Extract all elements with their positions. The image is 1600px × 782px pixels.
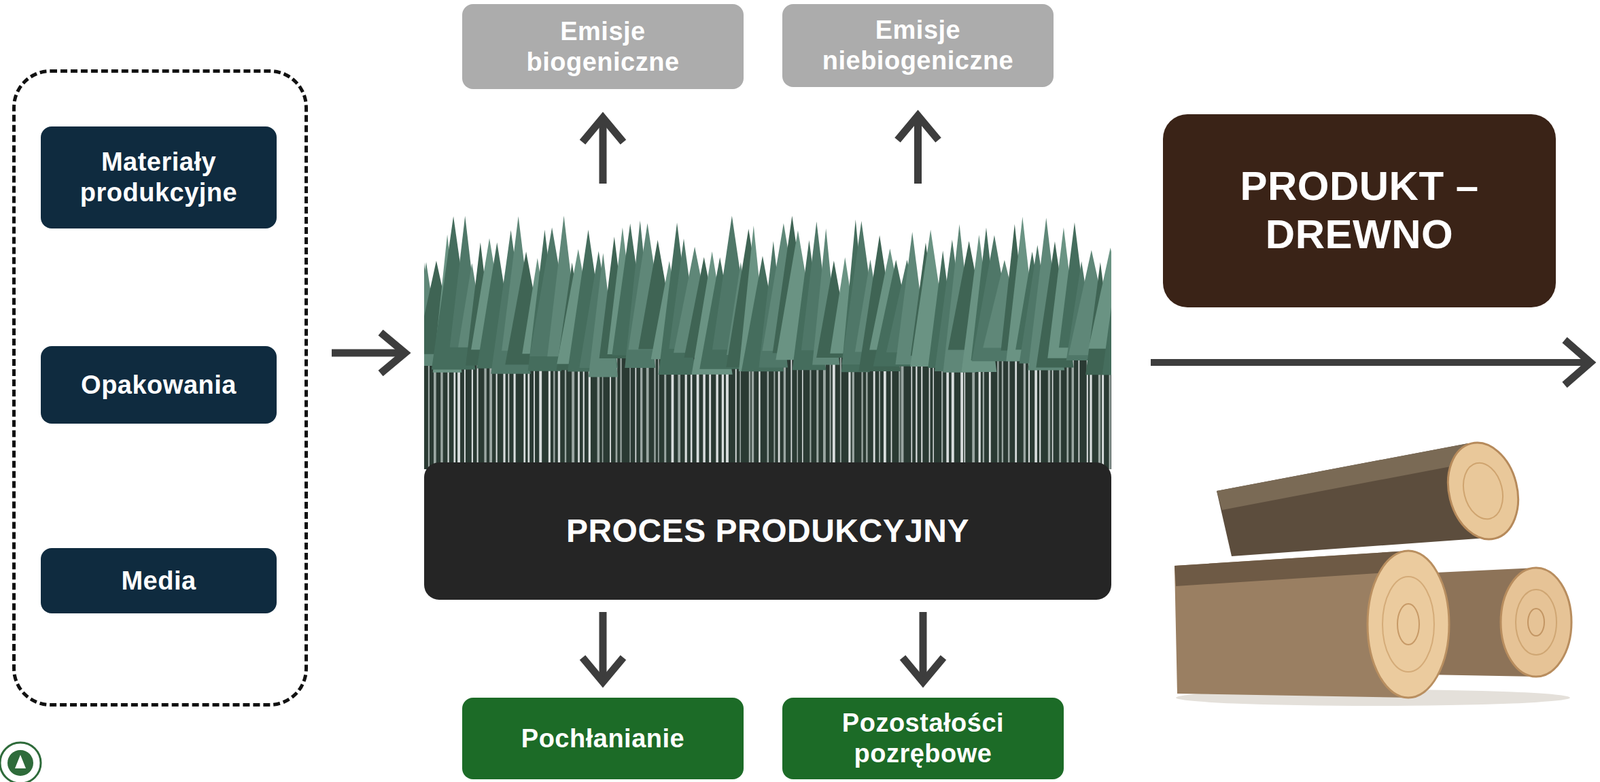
arrow-head [380, 332, 406, 374]
arrow-head [902, 657, 944, 682]
log-end [1438, 435, 1528, 547]
flow-arrow [582, 611, 624, 682]
log-end [1367, 550, 1450, 698]
logo-ring [0, 742, 41, 782]
log-ring [1515, 589, 1557, 655]
log-ring [1527, 608, 1545, 636]
log-bark-shade [1174, 550, 1409, 586]
node-label: PROCES PRODUKCYJNY [566, 511, 970, 551]
log-ring [1457, 458, 1509, 523]
node-label: PRODUKT – DREWNO [1199, 162, 1520, 259]
logs-illustration [1169, 435, 1584, 707]
flow-arrow [582, 117, 624, 184]
flow-arrow [897, 115, 939, 184]
arrow-head [582, 117, 624, 143]
logo-core [7, 749, 34, 776]
log-ring [1382, 576, 1435, 672]
forest-sky [424, 214, 1112, 469]
process-bar: PROCES PRODUKCYJNY [424, 462, 1112, 600]
node-label: Pochłanianie [521, 723, 685, 754]
tree-crown [1102, 250, 1112, 376]
log-ring [1397, 603, 1420, 645]
arrow-line [599, 611, 607, 677]
emission-box: Emisje niebiogeniczne [782, 4, 1054, 88]
logo [0, 734, 55, 782]
node-label: Pozostałości pozrębowe [810, 707, 1036, 769]
arrow-line [914, 120, 922, 184]
arrow-line [331, 349, 400, 357]
input-box: Opakowania [40, 345, 277, 424]
output-box: Pochłanianie [462, 697, 744, 779]
logo-tree [14, 754, 26, 769]
arrow-line [1150, 358, 1587, 366]
product-box: PRODUKT – DREWNO [1162, 114, 1556, 308]
arrow-head [582, 657, 624, 682]
log-bark-light [1216, 443, 1473, 510]
input-box: Materiały produkcyjne [40, 126, 277, 229]
output-box: Pozostałości pozrębowe [782, 697, 1064, 779]
node-label: Emisje biogeniczne [494, 16, 712, 78]
tree-trunk [657, 339, 660, 469]
log-end [1500, 567, 1572, 677]
flow-arrow [902, 611, 944, 682]
flow-arrow [331, 332, 406, 374]
node-label: Materiały produkcyjne [57, 146, 262, 208]
process-box: PROCES PRODUKCYJNY [424, 214, 1112, 600]
arrow-head [1564, 339, 1591, 385]
node-label: Opakowania [80, 369, 237, 401]
arrow-head [897, 115, 939, 141]
input-box: Media [40, 547, 277, 614]
emission-box: Emisje biogeniczne [462, 4, 744, 90]
node-label: Emisje niebiogeniczne [809, 14, 1028, 77]
arrow-line [919, 611, 928, 677]
forest-illustration [424, 214, 1112, 469]
arrow-line [599, 123, 607, 184]
node-label: Media [120, 565, 196, 597]
group-frame: Materiały produkcyjneOpakowaniaMedia [12, 69, 308, 707]
